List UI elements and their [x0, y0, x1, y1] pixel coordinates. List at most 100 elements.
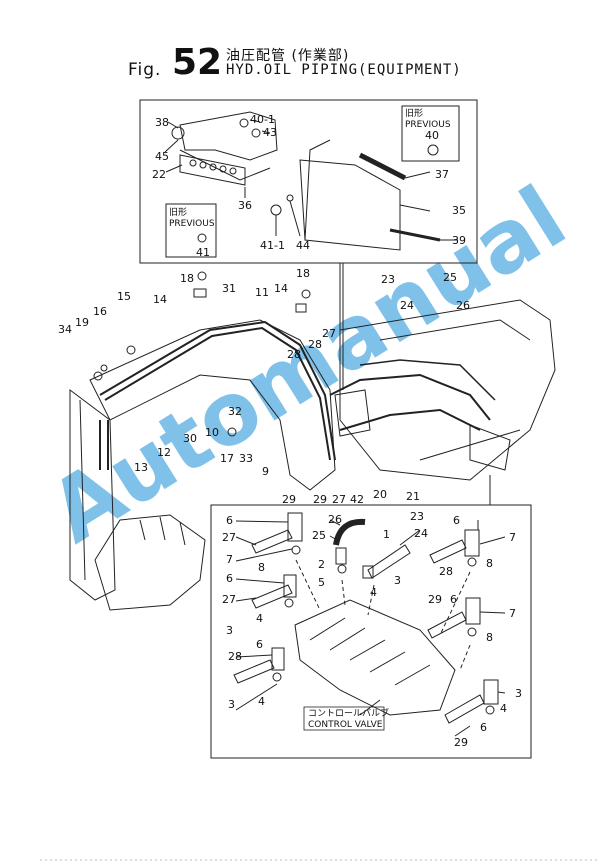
callout-d2: 2 [318, 558, 325, 571]
watermark: Automanual [33, 168, 583, 563]
callout-d4d: 4 [500, 702, 507, 715]
hose-block [334, 389, 371, 437]
callout-c32: 32 [228, 405, 242, 418]
callout-d6f: 6 [480, 721, 487, 734]
callout-c21: 21 [406, 490, 420, 503]
bolt-38 [171, 126, 185, 140]
boom-hose-a [99, 320, 336, 461]
previous-40-box [401, 105, 460, 162]
callout-c31: 31 [222, 282, 236, 295]
top-inset [139, 99, 478, 264]
callout-c10: 10 [205, 426, 219, 439]
callout-c12: 12 [157, 446, 171, 459]
callout-d28b: 28 [228, 650, 242, 663]
callout-d27a: 27 [222, 531, 236, 544]
boom [89, 319, 336, 491]
control-valve-small [469, 424, 511, 471]
control-valve-jp: コントロールバルブ [308, 707, 389, 719]
callout-c27: 27 [322, 327, 336, 340]
callout-c22: 22 [152, 168, 166, 181]
callout-d6c: 6 [226, 572, 233, 585]
callout-d28a: 28 [439, 565, 453, 578]
callout-c39: 39 [452, 234, 466, 247]
fig-number: 52 [172, 42, 223, 83]
callout-d5: 5 [318, 576, 325, 589]
callout-d7a: 7 [226, 553, 233, 566]
prev41-label: PREVIOUS [169, 219, 215, 229]
callout-d24: 24 [414, 527, 428, 540]
callout-c42: 42 [350, 493, 364, 506]
callout-d29a: 29 [428, 593, 442, 606]
callout-c33: 33 [239, 452, 253, 465]
callout-d6b: 6 [453, 514, 460, 527]
callout-d3c: 3 [228, 698, 235, 711]
title-english: HYD.OIL PIPING(EQUIPMENT) [226, 62, 462, 78]
callout-c40_1: 40-1 [250, 113, 275, 126]
callout-c35: 35 [452, 204, 466, 217]
control-valve-label: コントロールバルブ CONTROL VALVE [308, 707, 389, 730]
callout-c23: 23 [381, 273, 395, 286]
prev41-part: 41 [196, 246, 210, 259]
callout-d27b: 27 [222, 593, 236, 606]
callout-d8b: 8 [486, 557, 493, 570]
fig-prefix: Fig. [128, 60, 162, 80]
callout-c17: 17 [220, 452, 234, 465]
previous-41-box [165, 203, 217, 258]
callout-c9: 9 [262, 465, 269, 478]
callout-d4c: 4 [258, 695, 265, 708]
prev41-jp: 旧形 [169, 206, 187, 218]
callout-c26: 26 [456, 299, 470, 312]
callout-d3a: 3 [394, 574, 401, 587]
callout-numbers: 38 40-1 43 45 22 36 37 35 39 41-1 44 18 … [58, 113, 522, 749]
control-valve-body [294, 599, 456, 716]
bucket [94, 514, 206, 611]
callout-c27b: 27 [332, 493, 346, 506]
callout-c45: 45 [155, 150, 169, 163]
callout-d3b: 3 [226, 624, 233, 637]
callout-c41_1: 41-1 [260, 239, 285, 252]
callout-c11: 11 [255, 286, 269, 299]
fitting-6a [287, 512, 303, 542]
callout-d7c: 7 [509, 607, 516, 620]
boom-hose-b [104, 326, 331, 461]
callout-c29b: 29 [313, 493, 327, 506]
callout-c25: 25 [443, 271, 457, 284]
callout-c14a: 14 [153, 293, 167, 306]
callout-c13: 13 [134, 461, 148, 474]
callout-c29a: 29 [282, 493, 296, 506]
callout-d8a: 8 [258, 561, 265, 574]
callout-d4a: 4 [370, 586, 377, 599]
callout-d29b: 29 [454, 736, 468, 749]
callout-c43: 43 [263, 126, 277, 139]
callout-d6a: 6 [226, 514, 233, 527]
callout-d1: 1 [383, 528, 390, 541]
callout-c16: 16 [93, 305, 107, 318]
callout-c15: 15 [117, 290, 131, 303]
prev40-label: PREVIOUS [405, 120, 451, 130]
callout-c20: 20 [373, 488, 387, 501]
callout-c24: 24 [400, 299, 414, 312]
callout-c14b: 14 [274, 282, 288, 295]
callout-c34: 34 [58, 323, 72, 336]
callout-d26: 26 [328, 513, 342, 526]
callout-c36: 36 [238, 199, 252, 212]
lower-detail-box [210, 504, 532, 759]
clamp-14b [295, 303, 307, 313]
callout-c28b: 28 [287, 348, 301, 361]
callout-d25: 25 [312, 529, 326, 542]
callout-c30: 30 [183, 432, 197, 445]
title-japanese: 油圧配管 (作業部) [226, 48, 350, 64]
callout-c38: 38 [155, 116, 169, 129]
inset-labels: 旧形 PREVIOUS 40 旧形 PREVIOUS 41 [169, 107, 451, 259]
callout-d8c: 8 [486, 631, 493, 644]
callout-c44: 44 [296, 239, 310, 252]
callout-c18a: 18 [180, 272, 194, 285]
callout-c28a: 28 [308, 338, 322, 351]
cover-plate [299, 159, 401, 251]
callout-d23: 23 [410, 510, 424, 523]
callout-c18b: 18 [296, 267, 310, 280]
callout-d7b: 7 [509, 531, 516, 544]
callout-d6d: 6 [450, 593, 457, 606]
callout-c19: 19 [75, 316, 89, 329]
